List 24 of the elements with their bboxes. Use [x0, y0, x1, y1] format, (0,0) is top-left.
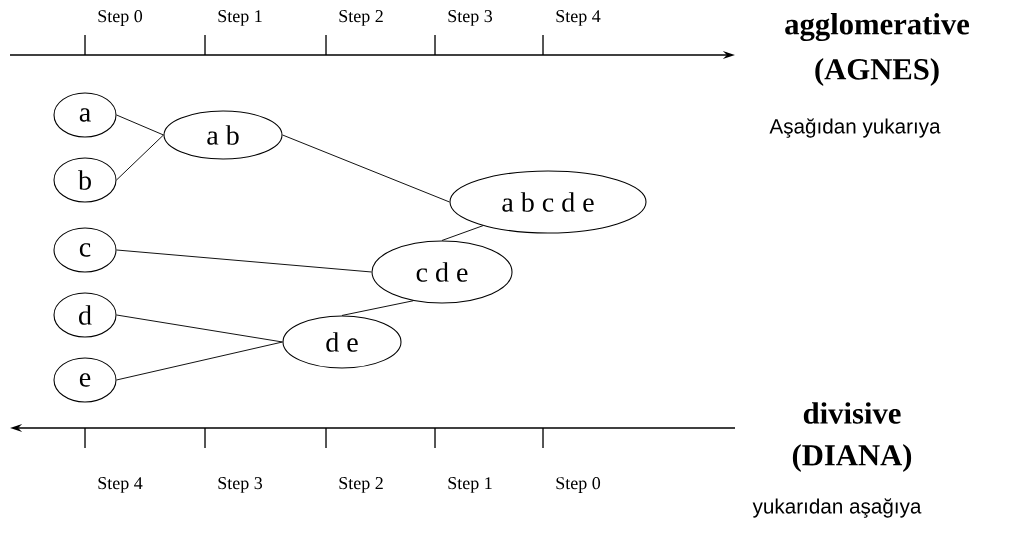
step-label: Step 2 — [339, 10, 383, 26]
step-label: Step 2 — [339, 477, 383, 493]
step-label: Step 1 — [448, 477, 492, 493]
connector-line — [441, 225, 484, 241]
subheading: yukarıdan aşağıya — [752, 498, 922, 518]
connector-line — [116, 114, 164, 136]
step-label: Step 0 — [98, 10, 143, 26]
connector-line — [116, 341, 283, 381]
subheading: Aşağıdan yukarıya — [769, 118, 941, 138]
connector-line — [116, 314, 283, 343]
step-label: Step 0 — [556, 477, 601, 493]
connector-line — [282, 134, 450, 203]
heading: (DIANA) — [792, 444, 912, 472]
step-label: Step 4 — [556, 10, 601, 26]
heading: agglomerative — [785, 12, 970, 42]
connector-line — [116, 134, 164, 181]
step-label: Step 4 — [98, 477, 143, 493]
step-label: Step 1 — [218, 10, 262, 26]
heading: divisive — [803, 402, 901, 424]
step-label: Step 3 — [448, 10, 493, 26]
step-label: Step 3 — [218, 477, 263, 493]
heading: (AGNES) — [815, 58, 939, 86]
connector-line — [341, 300, 414, 316]
connector-line — [116, 249, 372, 273]
